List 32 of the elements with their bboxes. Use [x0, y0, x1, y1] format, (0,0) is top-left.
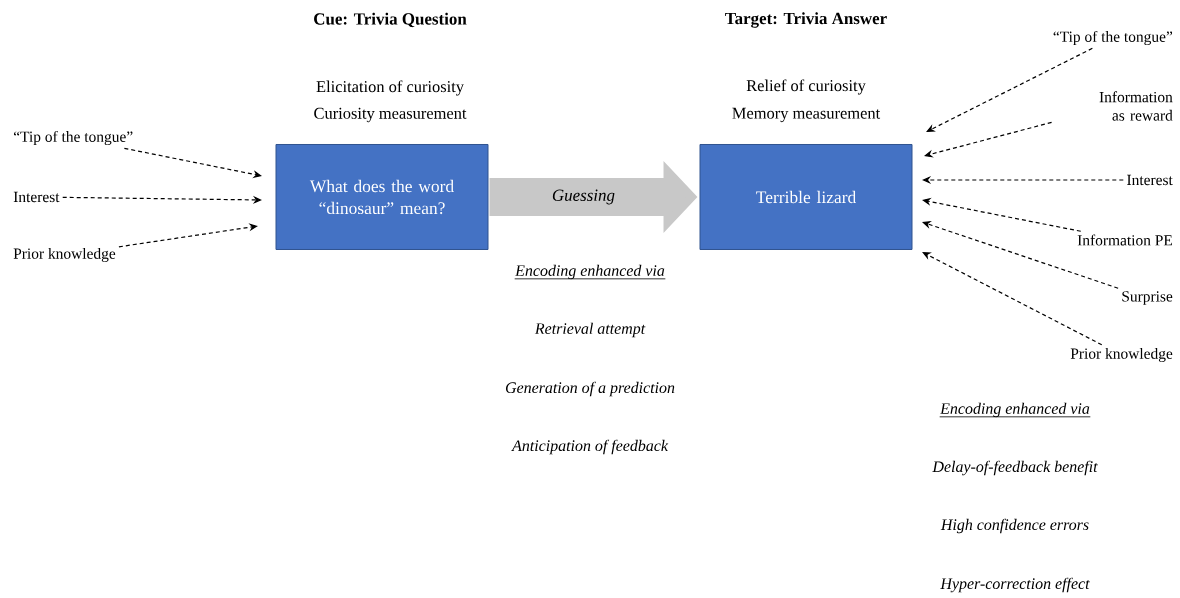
text-box: What does the word “dinosaur” mean?	[275, 144, 489, 250]
phase-note: Memory measurement	[732, 107, 881, 123]
factor-label: Interest	[1127, 174, 1173, 186]
note: Retrieval attempt	[534, 322, 646, 338]
note: Anticipation of feedback	[511, 439, 669, 455]
section-heading: Encoding enhanced via	[515, 264, 665, 280]
arrow	[926, 47, 1093, 132]
factor-label: Interest	[13, 191, 60, 203]
text-box: Terrible lizard	[699, 144, 913, 250]
factor-label: Prior knowledge	[1070, 347, 1173, 362]
note: High confidence errors	[940, 518, 1089, 534]
factor-label: Surprise	[1122, 291, 1173, 305]
heading: Cue: Trivia Question	[314, 12, 467, 28]
note: Hyper-correction effect	[940, 577, 1090, 593]
arrow	[922, 252, 1103, 346]
factor-label: Information as reward	[1099, 91, 1173, 121]
phase-note: Elicitation of curiosity	[316, 80, 464, 96]
section-heading: Encoding enhanced via	[940, 402, 1090, 418]
factor-label: Prior knowledge	[13, 247, 116, 262]
arrow	[924, 121, 1053, 158]
heading: Target: Trivia Answer	[725, 12, 887, 28]
arrow	[118, 223, 258, 248]
arrow	[922, 221, 1119, 289]
edge-label: Guessing	[552, 189, 615, 205]
note: Delay-of-feedback benefit	[932, 460, 1098, 476]
factor-label: “Tip of the tongue”	[13, 130, 133, 146]
note: Generation of a prediction	[505, 381, 675, 397]
arrow	[62, 195, 262, 204]
phase-note: Relief of curiosity	[746, 79, 866, 95]
phase-note: Curiosity measurement	[314, 107, 467, 123]
factor-label: Information PE	[1077, 234, 1173, 246]
factor-label: “Tip of the tongue”	[1053, 30, 1173, 46]
